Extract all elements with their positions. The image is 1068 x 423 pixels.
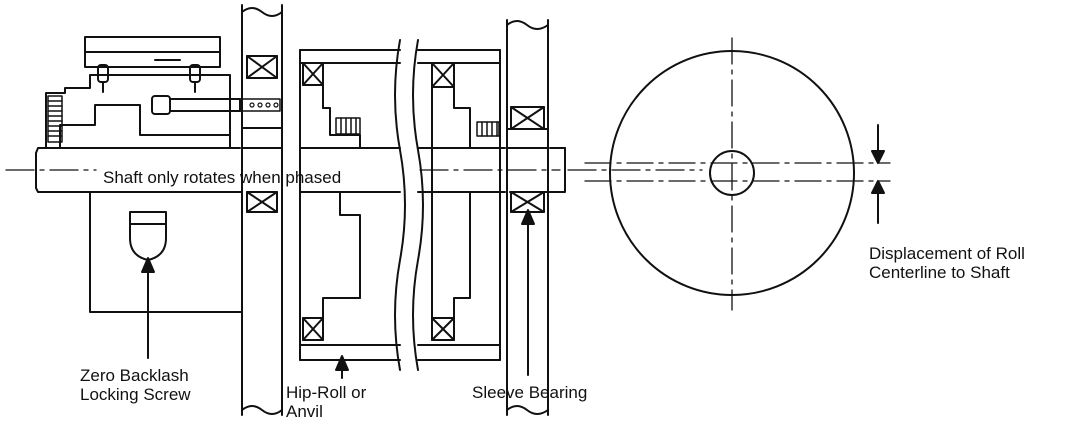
right-gear-teeth [476,121,500,137]
displacement-label-line2: Centerline to Shaft [869,263,1010,282]
hip-roll-gear-teeth [335,117,361,135]
shaft-label: Shaft only rotates when phased [103,168,342,187]
locking-screw-head [129,211,167,261]
displacement-label-line1: Displacement of Roll [869,244,1025,263]
lower-body [89,191,243,313]
zero-backlash-label-line2: Locking Screw [80,385,191,404]
leader-arrows [141,209,535,379]
hip-roll-housing [299,49,401,361]
hip-roll-label-line1: Hip-Roll or [286,383,367,402]
hub-gear-teeth [47,95,63,143]
sleeve-bearing-label: Sleeve Bearing [472,383,588,402]
break-lines [394,39,424,371]
roll-centerlines [584,37,891,311]
hub-block [45,59,231,149]
hip-roll-label-line2: Anvil [286,402,323,421]
displacement-arrows [871,124,885,224]
frame-plate-left [241,4,283,416]
zero-backlash-label-line1: Zero Backlash [80,366,189,385]
right-housing [417,49,501,361]
frame-plate-right [506,19,549,416]
shaft-bore [709,150,755,196]
clamp-bracket [84,36,221,93]
adjuster-screw [151,95,281,115]
shaft [35,147,566,193]
